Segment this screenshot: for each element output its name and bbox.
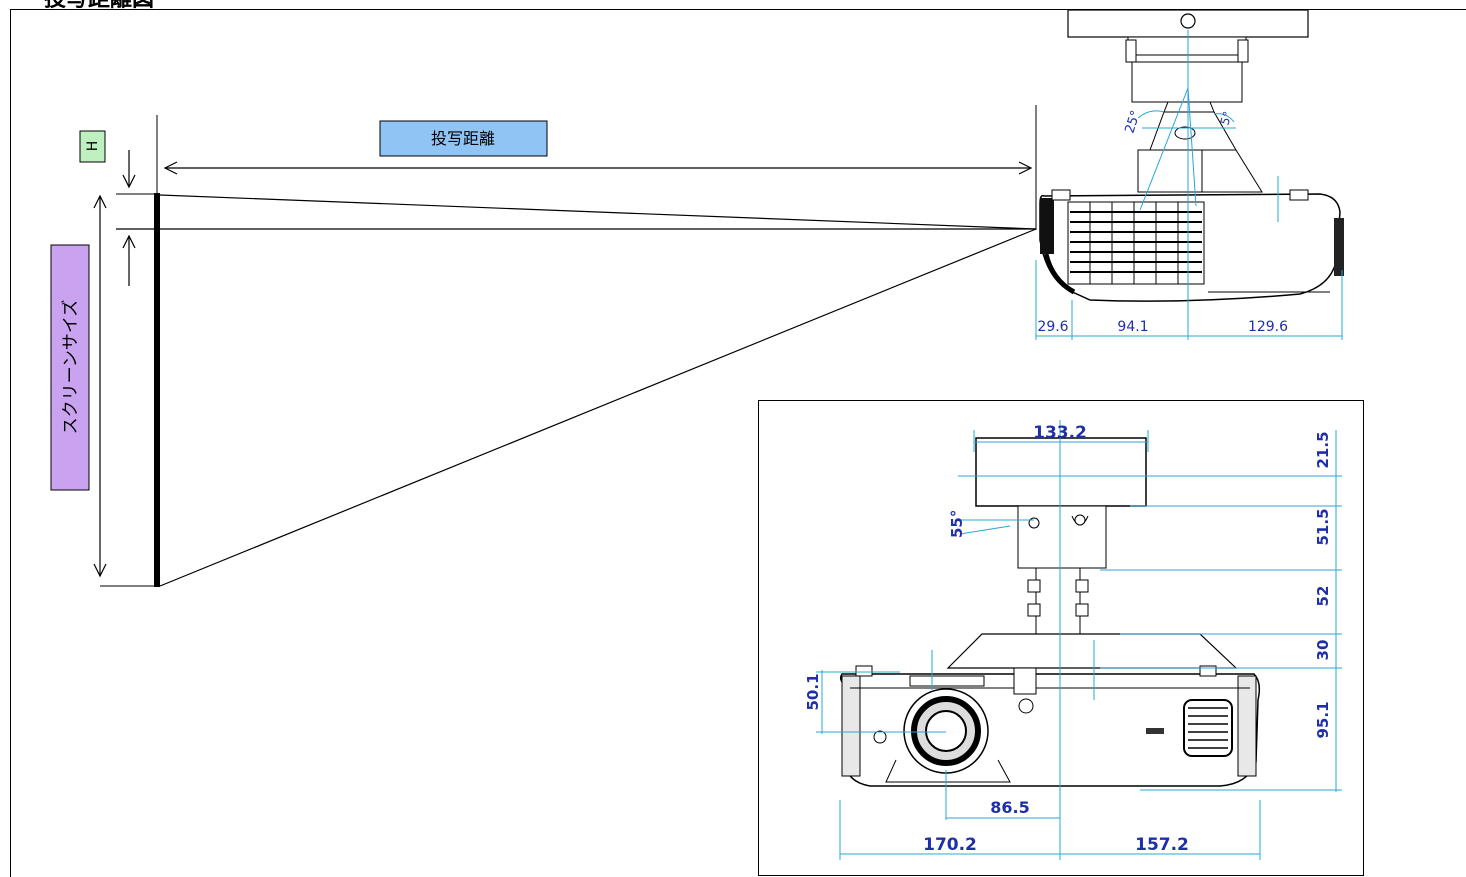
front-dim-52: 52 — [1314, 586, 1332, 607]
h-label: H — [85, 141, 101, 152]
front-dim-bottom-right: 157.2 — [1135, 835, 1189, 855]
front-dim-21-5: 21.5 — [1314, 431, 1332, 468]
front-dim-30: 30 — [1314, 640, 1332, 661]
throw-distance-label: 投写距離 — [431, 129, 495, 148]
front-dim-51-5: 51.5 — [1314, 508, 1332, 545]
front-view-inset: 133.2 55° 21.5 51.5 52 30 95.1 50.1 86.5… — [758, 400, 1364, 876]
screen-size-label: スクリーンサイズ — [61, 300, 81, 435]
h-arrow-up-head — [122, 234, 136, 249]
side-angle-25: 25° — [1123, 109, 1144, 136]
front-dim-lens-height: 50.1 — [804, 673, 822, 710]
throw-arrow-left-head — [163, 161, 178, 175]
throw-distance-label-box — [379, 120, 548, 157]
side-view-projector: 25° 5° 29.6 94.1 129.6 — [1035, 9, 1344, 340]
beam-top — [159, 194, 1037, 230]
screen-arrow-top-head — [93, 194, 107, 209]
h-label-box — [79, 130, 106, 163]
screen-size-label-box — [50, 244, 90, 491]
screen-arrow-bottom-head — [93, 563, 107, 578]
side-angle-5: 5° — [1218, 110, 1236, 127]
front-dim-lens-offset: 86.5 — [990, 798, 1029, 817]
diagram-frame — [10, 9, 1466, 877]
front-dim-95-1: 95.1 — [1314, 701, 1332, 738]
beam-bottom — [159, 228, 1037, 587]
front-dim-bottom-left: 170.2 — [923, 835, 977, 855]
side-dim-left: 29.6 — [1037, 319, 1068, 335]
side-dim-mid: 94.1 — [1117, 319, 1148, 335]
throw-arrow-right-head — [1018, 161, 1033, 175]
front-dim-angle: 55° — [948, 510, 966, 538]
h-arrow-down-head — [122, 174, 136, 189]
page-title: 投写距離図 — [44, 0, 154, 12]
title-bg — [38, 0, 198, 9]
throw-geometry — [93, 105, 1037, 587]
front-dim-mount-width: 133.2 — [1033, 423, 1087, 443]
side-dim-right: 129.6 — [1248, 319, 1288, 335]
